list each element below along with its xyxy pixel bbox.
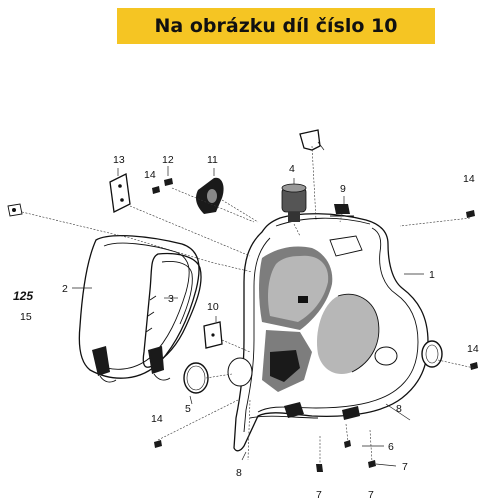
top-bracket bbox=[299, 129, 325, 151]
clip-9 bbox=[330, 204, 354, 217]
label-part-7-c: 7 bbox=[368, 489, 374, 500]
part-labels: 1 2 3 4 5 6 7 7 7 8 8 9 10 11 12 13 14 1… bbox=[13, 154, 479, 500]
label-125-badge: 125 bbox=[13, 289, 33, 303]
bracket-13 bbox=[109, 173, 131, 213]
label-part-14-c: 14 bbox=[467, 343, 479, 355]
label-part-5: 5 bbox=[185, 403, 191, 415]
label-part-8-b: 8 bbox=[396, 403, 402, 415]
clip-top-left bbox=[7, 203, 23, 217]
lock-housing bbox=[196, 177, 224, 214]
label-part-14-b: 14 bbox=[463, 173, 475, 185]
label-part-9: 9 bbox=[340, 183, 346, 195]
label-part-8-a: 8 bbox=[236, 467, 242, 479]
cylinder-part bbox=[281, 183, 307, 222]
label-part-14-d: 14 bbox=[151, 413, 163, 425]
label-part-7-b: 7 bbox=[316, 489, 322, 500]
label-part-7-a: 7 bbox=[402, 461, 408, 473]
title-text: Na obrázku díl číslo 10 bbox=[154, 15, 398, 37]
screws bbox=[152, 178, 478, 472]
label-part-14-a: 14 bbox=[144, 169, 156, 181]
plate-10 bbox=[203, 321, 223, 349]
label-part-4: 4 bbox=[289, 163, 295, 175]
gasket-clips bbox=[92, 346, 171, 383]
cap-5 bbox=[183, 362, 209, 394]
label-part-15: 15 bbox=[20, 311, 32, 323]
label-part-6: 6 bbox=[388, 441, 394, 453]
seal-strip bbox=[142, 252, 202, 368]
title-banner: Na obrázku díl číslo 10 bbox=[117, 8, 435, 44]
round-cover bbox=[421, 340, 443, 368]
label-part-12: 12 bbox=[162, 154, 174, 166]
label-part-10: 10 bbox=[207, 301, 219, 313]
label-part-11: 11 bbox=[207, 154, 218, 166]
label-part-2: 2 bbox=[62, 283, 68, 295]
label-part-3: 3 bbox=[168, 293, 174, 305]
label-part-1: 1 bbox=[429, 269, 435, 281]
inner-cover-body bbox=[227, 213, 429, 452]
leader-lines bbox=[21, 145, 475, 467]
label-part-13: 13 bbox=[113, 154, 125, 166]
